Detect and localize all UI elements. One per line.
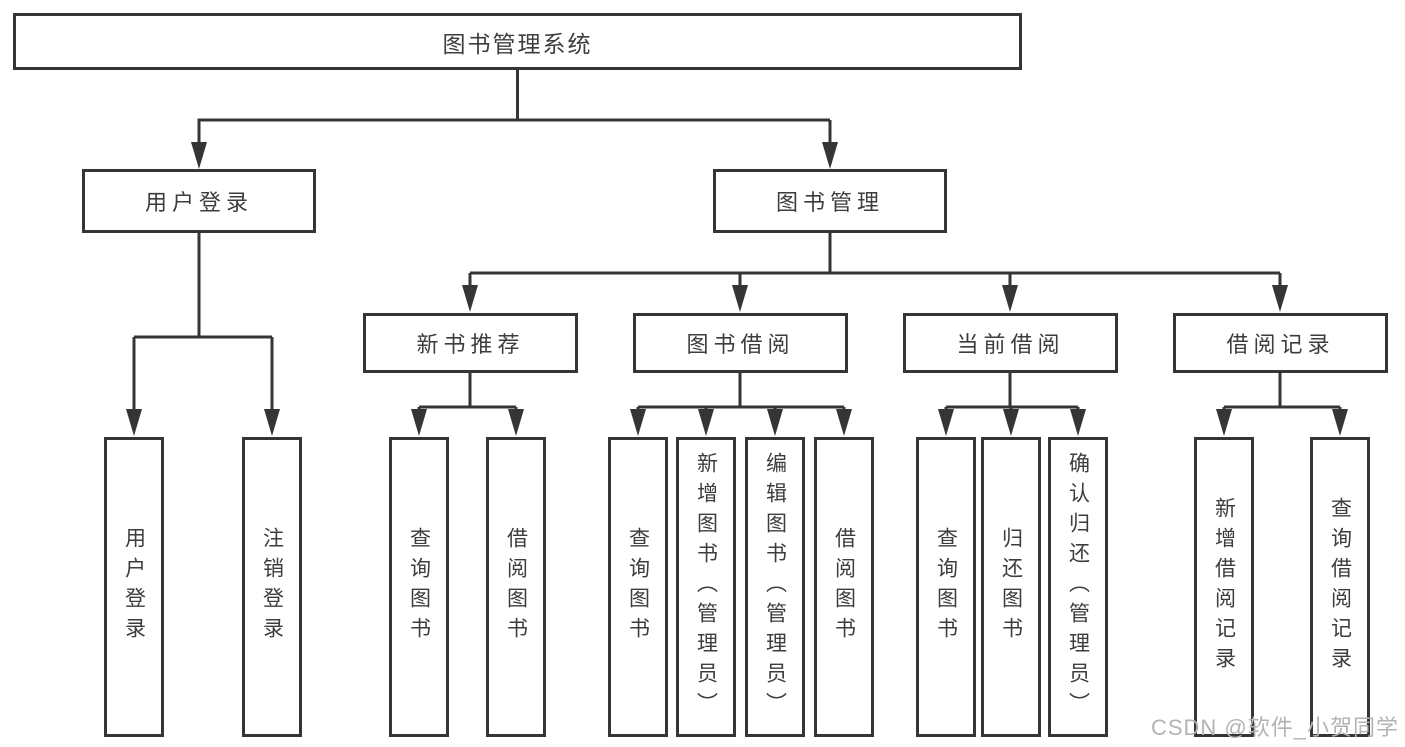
node-label: 当前借阅: [956, 332, 1065, 357]
node-label: 借阅图书: [504, 527, 528, 647]
node-label: 查询图书: [407, 527, 431, 647]
node-label: 图书管理系统: [442, 30, 593, 57]
node-label: 用户登录: [122, 527, 146, 647]
leaf-add-borrow-record: 新增借阅记录: [1194, 437, 1254, 737]
leaf-confirm-return-admin: 确认归还（管理员）: [1048, 437, 1108, 737]
node-label: 确认归还（管理员）: [1066, 452, 1090, 722]
leaf-logout: 注销登录: [242, 437, 302, 737]
node-user-login: 用户登录: [82, 169, 316, 233]
connector-current-borrowing-children: [938, 373, 1086, 436]
node-label: 新书推荐: [416, 332, 525, 357]
node-label: 新增借阅记录: [1212, 497, 1236, 677]
node-label: 归还图书: [999, 527, 1023, 647]
leaf-user-login: 用户登录: [104, 437, 164, 737]
leaf-borrow-books-borrowing: 借阅图书: [814, 437, 874, 737]
node-borrowing-records: 借阅记录: [1173, 313, 1388, 373]
node-label: 查询图书: [626, 527, 650, 647]
node-label: 用户登录: [144, 190, 253, 215]
node-label: 注销登录: [260, 527, 284, 647]
leaf-query-books-current: 查询图书: [916, 437, 976, 737]
node-label: 查询图书: [934, 527, 958, 647]
node-new-book-recommendation: 新书推荐: [363, 313, 578, 373]
node-label: 新增图书（管理员）: [694, 452, 718, 722]
leaf-query-borrow-record: 查询借阅记录: [1310, 437, 1370, 737]
leaf-query-books-recommend: 查询图书: [389, 437, 449, 737]
node-label: 借阅图书: [832, 527, 856, 647]
leaf-return-book: 归还图书: [981, 437, 1041, 737]
node-library-management-system: 图书管理系统: [13, 13, 1022, 70]
node-label: 图书管理: [775, 190, 884, 215]
node-current-borrowing: 当前借阅: [903, 313, 1118, 373]
node-label: 借阅记录: [1226, 332, 1335, 357]
node-book-management: 图书管理: [713, 169, 947, 233]
leaf-add-book-admin: 新增图书（管理员）: [676, 437, 736, 737]
connector-new-book-recommendation-children: [411, 373, 524, 436]
leaf-borrow-books-recommend: 借阅图书: [486, 437, 546, 737]
leaf-query-books-borrowing: 查询图书: [608, 437, 668, 737]
node-label: 图书借阅: [686, 332, 795, 357]
leaf-edit-book-admin: 编辑图书（管理员）: [745, 437, 805, 737]
connector-book-borrowing-children: [630, 373, 852, 436]
connector-user-login-children: [126, 233, 280, 436]
csdn-watermark: CSDN @软件_小贺同学: [1150, 715, 1399, 740]
connector-root-to-level2: [191, 70, 838, 169]
connector-borrowing-records-children: [1216, 373, 1348, 436]
node-label: 编辑图书（管理员）: [763, 452, 787, 722]
connector-book-management-children: [462, 233, 1288, 312]
node-label: 查询借阅记录: [1328, 497, 1352, 677]
node-book-borrowing: 图书借阅: [633, 313, 848, 373]
